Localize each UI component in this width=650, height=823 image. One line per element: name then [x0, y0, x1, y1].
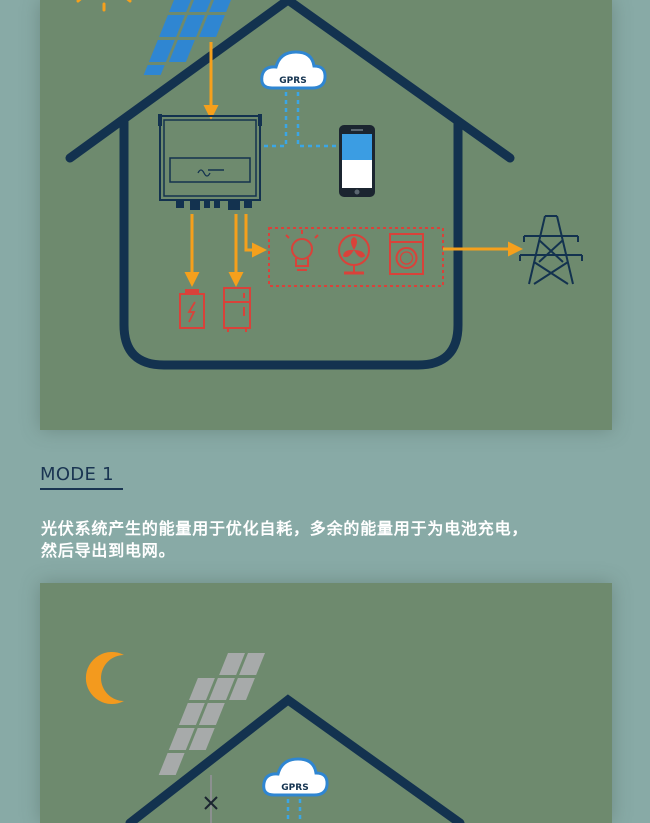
- light-bulb-icon: [285, 230, 319, 271]
- energy-flow-diagram-night: GPRS: [85, 652, 465, 823]
- refrigerator-icon: [223, 287, 251, 332]
- close-icon: [204, 796, 218, 810]
- cloud-label: GPRS: [279, 76, 306, 86]
- inverter-icon: [158, 114, 262, 210]
- cloud-label: GPRS: [281, 783, 308, 793]
- data-link-lines: [286, 799, 302, 823]
- mode-heading: MODE 1: [40, 464, 114, 485]
- cloud-icon: GPRS: [262, 757, 329, 797]
- solar-panel-icon: [143, 0, 235, 75]
- heading-underline: [40, 488, 123, 490]
- diagram-panel-day: GPRS: [40, 0, 612, 430]
- moon-icon: [85, 652, 124, 704]
- description-line: 然后导出到电网。: [41, 541, 176, 560]
- smartphone-icon: [339, 125, 375, 197]
- mode-description: 光伏系统产生的能量用于优化自耗，多余的能量用于为电池充电， 然后导出到电网。: [41, 518, 601, 562]
- house-outline: [65, 0, 515, 370]
- battery-icon: [179, 289, 205, 329]
- house-outline: [125, 694, 465, 823]
- data-link-lines: [262, 92, 338, 148]
- power-pylon-icon: [519, 215, 583, 285]
- sun-icon: [76, 0, 132, 12]
- energy-flow-diagram-day: GPRS: [65, 0, 583, 370]
- solar-panel-icon: [158, 653, 265, 775]
- diagram-panel-night: GPRS: [40, 583, 612, 823]
- fan-icon: [338, 234, 370, 275]
- washing-machine-icon: [389, 233, 424, 275]
- appliances-box: [268, 227, 444, 287]
- description-line: 光伏系统产生的能量用于优化自耗，多余的能量用于为电池充电，: [41, 519, 529, 538]
- cloud-icon: GPRS: [260, 50, 327, 90]
